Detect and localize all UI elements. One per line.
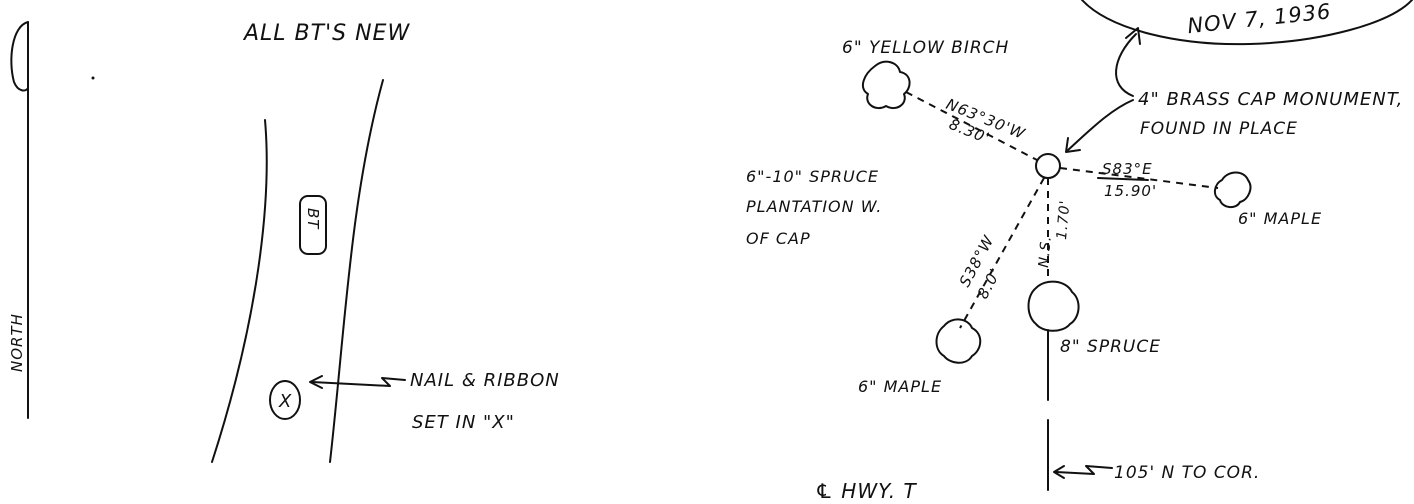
road-edge-right bbox=[329, 79, 384, 463]
dist-maple-e: 15.90' bbox=[1104, 182, 1157, 200]
maple-e-tie-line bbox=[1059, 167, 1219, 189]
dist-spruce: 1.70' bbox=[1054, 199, 1073, 240]
maple-e-tree bbox=[1214, 171, 1252, 208]
spruce-label: 8" SPRUCE bbox=[1060, 337, 1161, 357]
left-header: ALL BT'S NEW bbox=[242, 21, 410, 46]
monument-line1: 4" BRASS CAP MONUMENT, bbox=[1138, 89, 1403, 110]
maple-sw-label: 6" MAPLE bbox=[858, 377, 942, 396]
bearing-maple-e: S83°E bbox=[1102, 160, 1153, 178]
north-arrow-head bbox=[10, 21, 29, 92]
monument-leader-down-head bbox=[1065, 137, 1081, 153]
road-label: ℄ HWY. T bbox=[815, 479, 917, 503]
nail-note-line1: NAIL & RIBBON bbox=[410, 370, 560, 391]
yellow-birch-label: 6" YELLOW BIRCH bbox=[842, 38, 1009, 58]
nail-leader bbox=[311, 377, 406, 387]
monument-leader-down bbox=[1067, 99, 1134, 151]
x-mark-circle bbox=[269, 380, 301, 420]
maple-sw-tree bbox=[935, 318, 982, 364]
road-edge-left bbox=[211, 119, 268, 463]
right-sketch: NOV 7, 1936 4" BRASS CAP MONUMENT, FOUND… bbox=[746, 0, 1413, 503]
brass-cap-monument bbox=[1035, 153, 1061, 179]
north-label: NORTH bbox=[8, 313, 26, 372]
maple-sw-tie-line bbox=[959, 177, 1045, 329]
spruce-tree bbox=[1027, 280, 1080, 332]
nail-leader-arrowhead bbox=[309, 375, 323, 389]
ink-speck bbox=[91, 76, 95, 80]
plantation-line3: OF CAP bbox=[746, 229, 811, 248]
monument-line2: FOUND IN PLACE bbox=[1140, 119, 1298, 139]
monument-leader-up bbox=[1115, 33, 1137, 97]
bearing-spruce: N.S. bbox=[1036, 235, 1055, 269]
nail-note-line2: SET IN "X" bbox=[412, 412, 515, 433]
left-sketch: NORTH ALL BT'S NEW BT X NAIL & RIBBON SE… bbox=[8, 21, 560, 463]
corner-leader-head bbox=[1053, 465, 1065, 479]
birch-tie-line bbox=[905, 91, 1038, 161]
maple-e-label: 6" MAPLE bbox=[1238, 209, 1322, 228]
bearing-maple-e-underline bbox=[1097, 177, 1149, 181]
cap-date: NOV 7, 1936 bbox=[1186, 0, 1332, 38]
bt-label: BT bbox=[304, 208, 322, 230]
corner-leader bbox=[1055, 465, 1113, 475]
yellow-birch-tree bbox=[861, 60, 911, 110]
corner-note: 105' N TO COR. bbox=[1114, 463, 1260, 483]
plantation-line2: PLANTATION W. bbox=[746, 197, 882, 216]
bt-box bbox=[299, 195, 327, 255]
plantation-line1: 6"-10" SPRUCE bbox=[746, 167, 879, 186]
monument-leader-up-head bbox=[1125, 27, 1141, 45]
cap-circle-arc bbox=[1081, 0, 1413, 46]
x-mark: X bbox=[278, 391, 292, 412]
